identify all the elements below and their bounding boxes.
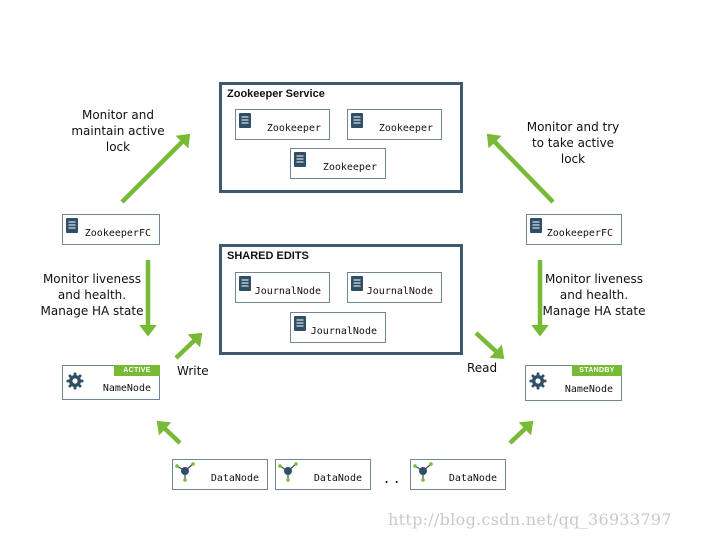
datanode-label: DataNode <box>448 473 497 484</box>
datanode-label: DataNode <box>210 473 259 484</box>
zookeeper-label: Zookeeper <box>322 162 377 173</box>
zookeeper-node-3[interactable]: Zookeeper <box>290 148 386 179</box>
network-node-icon <box>278 462 298 482</box>
namenode-label: NameNode <box>102 383 151 394</box>
zkfc-label: ZookeeperFC <box>546 228 613 239</box>
zookeeper-label: Zookeeper <box>378 123 433 134</box>
datanode-2[interactable]: DataNode <box>275 459 371 490</box>
ellipsis: . . <box>384 468 400 487</box>
zookeeper-node-2[interactable]: Zookeeper <box>347 109 442 140</box>
arrow-write <box>174 332 203 360</box>
left-zkfc-node[interactable]: ZookeeperFC <box>62 214 160 245</box>
shared-edits-title: SHARED EDITS <box>227 250 309 262</box>
document-icon <box>530 218 542 233</box>
zkfc-label: ZookeeperFC <box>84 228 151 239</box>
journalnode-2[interactable]: JournalNode <box>347 272 442 303</box>
journalnode-label: JournalNode <box>310 326 377 337</box>
namenode-label: NameNode <box>564 384 613 395</box>
arrow-left-zkfc-to-zookeeper <box>120 133 191 204</box>
left-monitor-health-note: Monitor liveness and health. Manage HA s… <box>40 272 144 318</box>
active-badge: ACTIVE <box>114 365 160 376</box>
arrow-datanode-to-active-namenode <box>156 420 182 445</box>
right-zkfc-node[interactable]: ZookeeperFC <box>526 214 622 245</box>
arrow-read <box>474 331 505 360</box>
arrow-datanode-to-standby-namenode <box>508 420 534 445</box>
right-monitor-lock-note: Monitor and try to take active lock <box>526 120 620 166</box>
datanode-label: DataNode <box>313 473 362 484</box>
document-icon <box>351 276 363 291</box>
right-monitor-health-note: Monitor liveness and health. Manage HA s… <box>542 272 646 318</box>
zookeeper-label: Zookeeper <box>266 123 321 134</box>
datanode-1[interactable]: DataNode <box>172 459 268 490</box>
document-icon <box>351 113 363 128</box>
network-node-icon <box>413 462 433 482</box>
arrow-right-zkfc-to-zookeeper <box>486 133 555 204</box>
zookeeper-node-1[interactable]: Zookeeper <box>235 109 330 140</box>
standby-badge: STANDBY <box>572 365 622 376</box>
write-label: Write <box>177 364 209 378</box>
journalnode-1[interactable]: JournalNode <box>235 272 330 303</box>
network-node-icon <box>175 462 195 482</box>
datanode-3[interactable]: DataNode <box>410 459 506 490</box>
document-icon <box>294 152 306 167</box>
journalnode-3[interactable]: JournalNode <box>290 312 386 343</box>
standby-namenode[interactable]: STANDBY NameNode <box>525 365 622 401</box>
document-icon <box>294 316 306 331</box>
gear-icon <box>66 372 84 390</box>
read-label: Read <box>467 361 498 375</box>
document-icon <box>66 218 78 233</box>
journalnode-label: JournalNode <box>254 286 321 297</box>
watermark: http://blog.csdn.net/qq_36933797 <box>388 510 672 529</box>
journalnode-label: JournalNode <box>366 286 433 297</box>
document-icon <box>239 276 251 291</box>
gear-icon <box>529 372 547 390</box>
active-namenode[interactable]: ACTIVE NameNode <box>62 365 160 400</box>
zookeeper-service-title: Zookeeper Service <box>227 88 325 100</box>
document-icon <box>239 113 251 128</box>
left-monitor-lock-note: Monitor and maintain active lock <box>71 108 165 154</box>
